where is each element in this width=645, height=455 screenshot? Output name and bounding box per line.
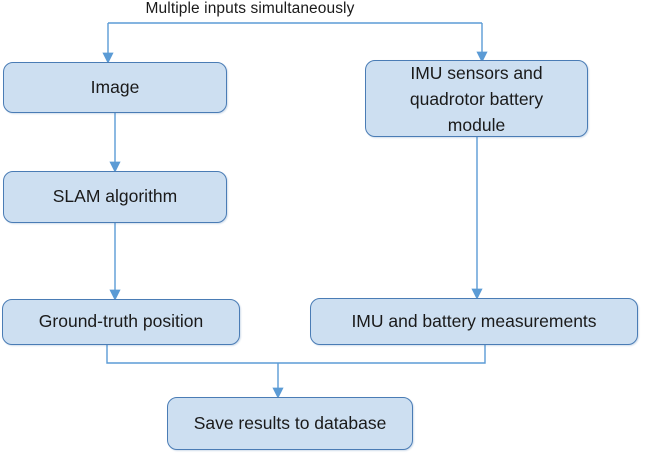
node-imu-sensors-label: IMU sensors and quadrotor battery module <box>409 62 544 135</box>
node-ground-truth-position-label: Ground-truth position <box>38 311 204 332</box>
node-ground-truth-position: Ground-truth position <box>2 299 240 345</box>
node-imu-battery-measurements-label: IMU and battery measurements <box>351 310 597 331</box>
node-image-label: Image <box>90 76 140 97</box>
edge-merge-connector <box>106 345 486 364</box>
node-save-results-label: Save results to database <box>193 412 387 433</box>
node-imu-sensors: IMU sensors and quadrotor battery module <box>365 60 588 137</box>
node-slam-algorithm-label: SLAM algorithm <box>52 186 178 207</box>
node-save-results: Save results to database <box>167 397 413 450</box>
node-image: Image <box>3 62 227 113</box>
node-imu-battery-measurements: IMU and battery measurements <box>310 298 638 345</box>
node-slam-algorithm: SLAM algorithm <box>3 171 227 223</box>
diagram-title: Multiple inputs simultaneously <box>145 0 355 17</box>
